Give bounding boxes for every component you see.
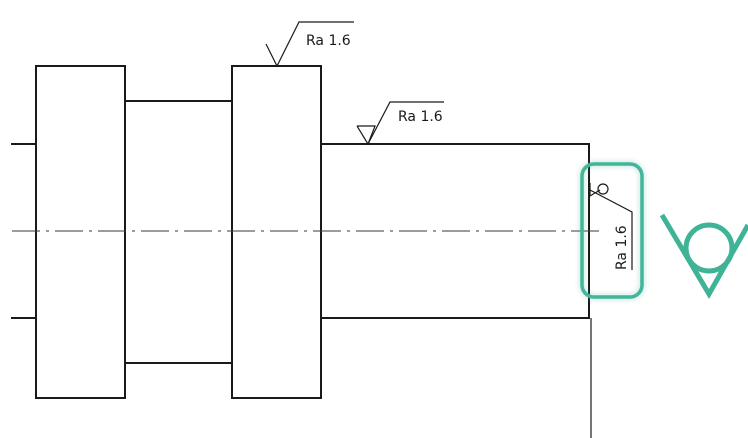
callout-circle-icon xyxy=(683,222,735,274)
roughness-label-mid: Ra 1.6 xyxy=(398,109,443,125)
left-flange xyxy=(35,65,126,399)
roughness-triangle-icon xyxy=(356,125,376,146)
roughness-symbol-top: Ra 1.6 xyxy=(265,21,354,68)
roughness-label-top: Ra 1.6 xyxy=(306,33,351,49)
roughness-callout xyxy=(659,213,748,299)
highlight-box xyxy=(580,162,644,299)
roughness-leader-mid xyxy=(367,101,444,145)
roughness-face-triangle-icon xyxy=(589,183,601,198)
right-flange xyxy=(231,65,322,399)
roughness-symbol-mid: Ra 1.6 xyxy=(356,101,444,146)
callout-v-icon xyxy=(659,213,748,299)
roughness-symbol-face: Ra 1.6 xyxy=(580,162,644,299)
roughness-label-face: Ra 1.6 xyxy=(614,225,630,270)
roughness-circle-icon xyxy=(597,183,609,195)
roughness-leader-face xyxy=(589,189,633,270)
roughness-check-icon xyxy=(265,21,354,68)
